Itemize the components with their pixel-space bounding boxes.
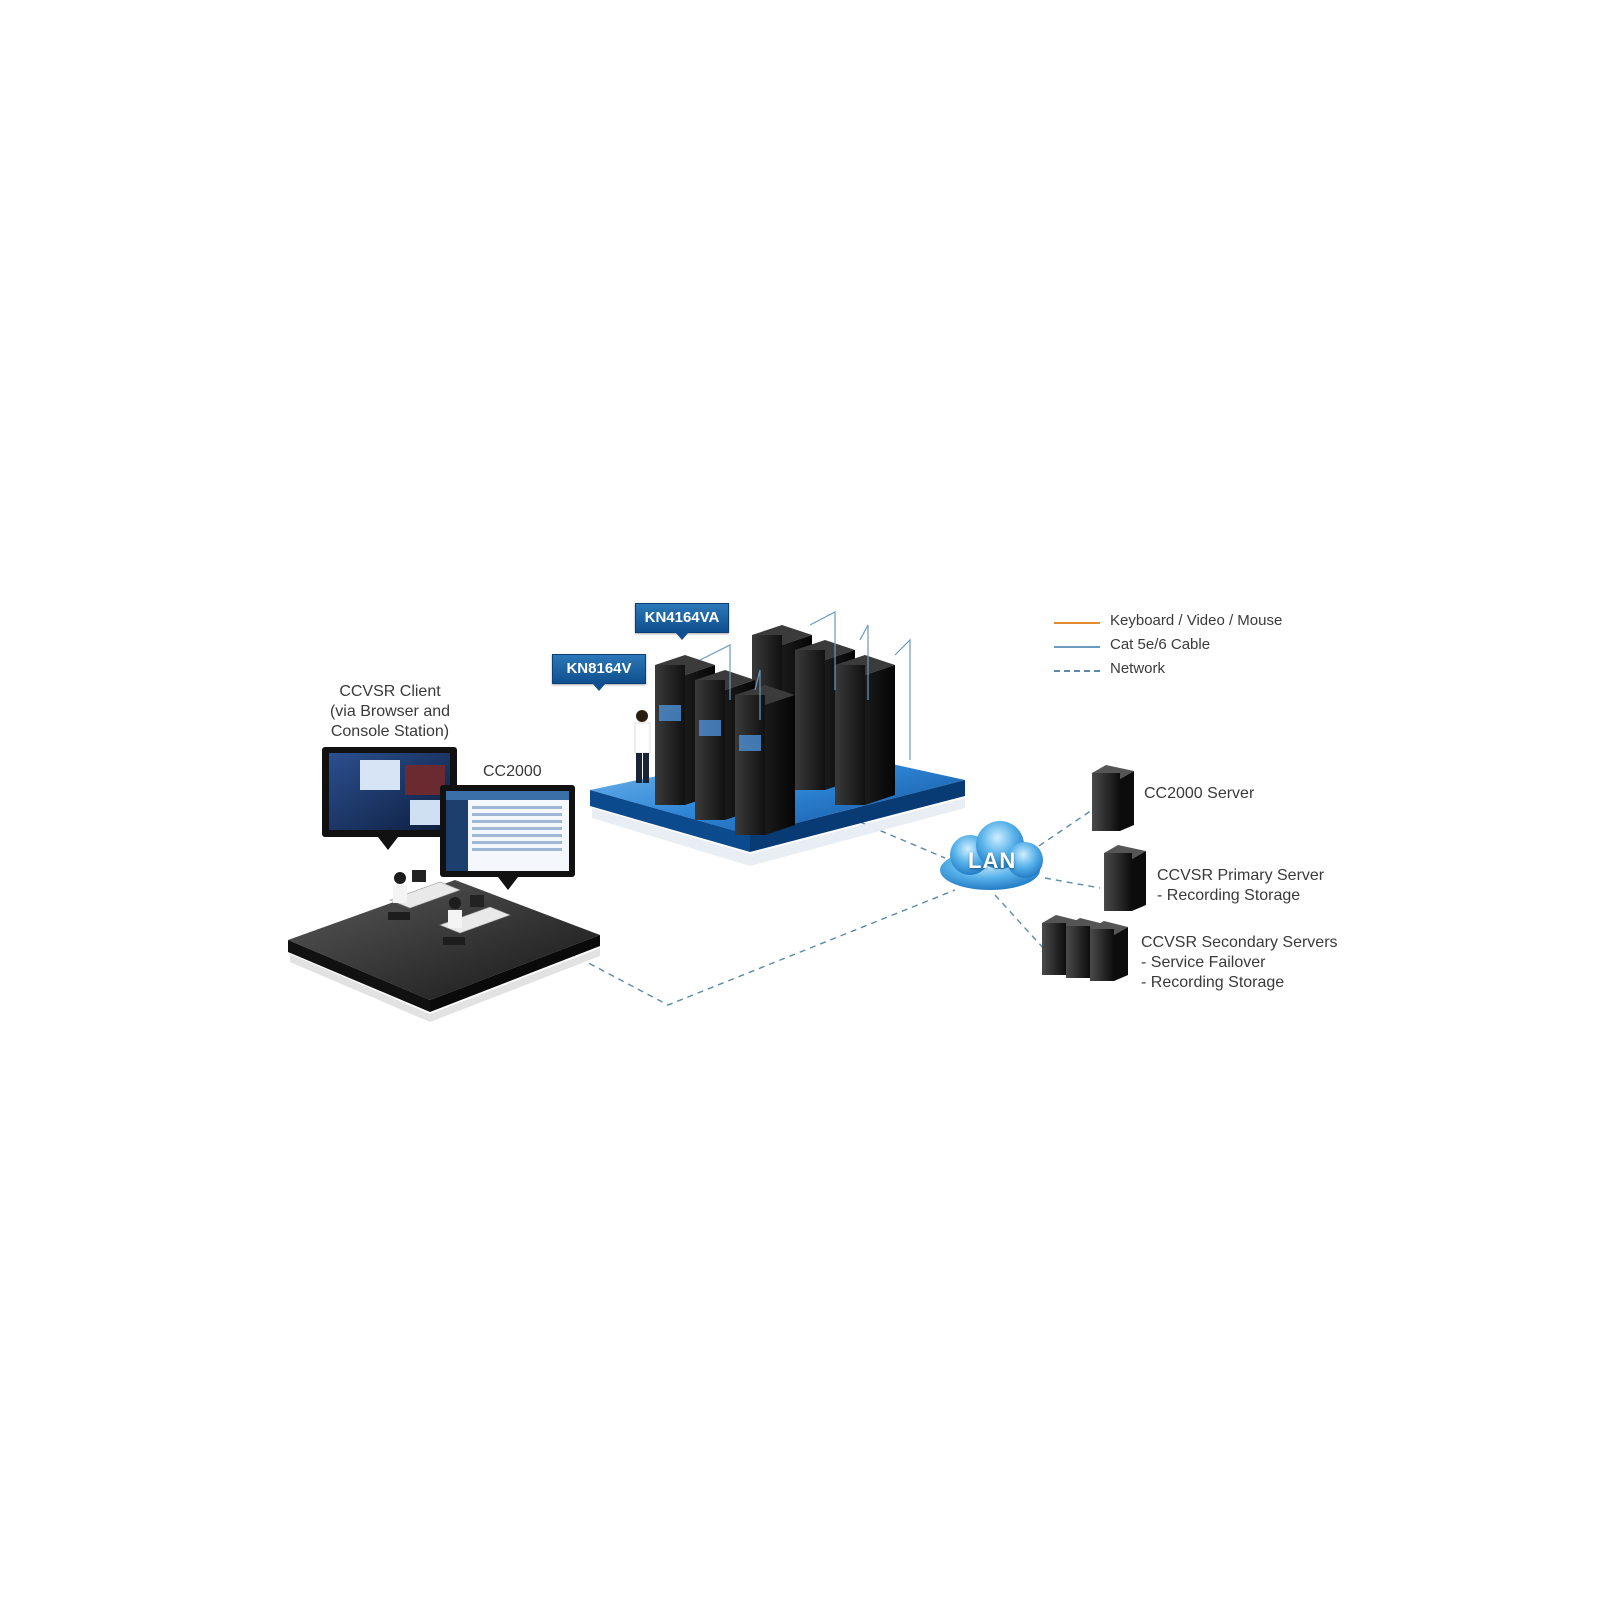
link-console-to-lan — [559, 889, 956, 1006]
kn8164v-tag: KN8164V — [552, 654, 646, 691]
secondary-line3: - Recording Storage — [1141, 974, 1285, 991]
ccvsr-primary-server-tower — [1104, 845, 1146, 911]
link-lan-to-cc2000-server — [1029, 807, 1096, 853]
ccvsr-secondary-servers-label: CCVSR Secondary Servers - Service Failov… — [1141, 933, 1338, 993]
technician — [634, 710, 651, 783]
legend-item-kvm: Keyboard / Video / Mouse — [1054, 612, 1314, 632]
legend-swatch-cat5e — [1054, 646, 1100, 648]
cc2000-label: CC2000 — [483, 763, 542, 780]
legend: Keyboard / Video / Mouse Cat 5e/6 Cable … — [1054, 612, 1314, 692]
cat5e-cables — [699, 611, 911, 760]
legend-label-network: Network — [1110, 660, 1166, 677]
ccvsr-client-line3: Console Station) — [330, 723, 450, 740]
ccvsr-client-line2: (via Browser and — [329, 703, 451, 720]
cc2000-server-tower — [1092, 765, 1134, 831]
ccvsr-client-label: CCVSR Client (via Browser and Console St… — [310, 682, 470, 742]
desk-monitors — [412, 870, 484, 907]
legend-item-cat5e: Cat 5e/6 Cable — [1054, 636, 1314, 656]
legend-item-network: Network — [1054, 660, 1314, 680]
lan-cloud — [940, 821, 1043, 890]
legend-label-kvm: Keyboard / Video / Mouse — [1110, 612, 1283, 629]
ccvsr-client-monitor — [322, 747, 457, 850]
server-racks — [634, 611, 911, 835]
legend-swatch-kvm — [1054, 622, 1100, 624]
legend-swatch-network — [1054, 670, 1100, 672]
rack — [735, 685, 795, 835]
ccvsr-client-line1: CCVSR Client — [339, 683, 441, 700]
ccvsr-primary-server-label: CCVSR Primary Server - Recording Storage — [1157, 866, 1324, 906]
link-lan-to-primary-server — [1044, 877, 1101, 889]
ccvsr-secondary-server-towers — [1042, 915, 1128, 981]
operator — [388, 872, 465, 945]
link-lan-to-secondary-servers — [994, 894, 1046, 951]
kn4164va-tag: KN4164VA — [635, 603, 729, 640]
console-station-platform — [288, 870, 600, 1022]
cc2000-server-label: CC2000 Server — [1144, 785, 1255, 802]
primary-line1: CCVSR Primary Server — [1157, 867, 1325, 884]
secondary-line1: CCVSR Secondary Servers — [1141, 934, 1338, 951]
rack — [835, 655, 895, 805]
lan-label: LAN — [968, 848, 1017, 873]
legend-label-cat5e: Cat 5e/6 Cable — [1110, 636, 1211, 653]
cc2000-monitor — [440, 785, 575, 890]
secondary-line2: - Service Failover — [1141, 954, 1266, 971]
primary-line2: - Recording Storage — [1157, 887, 1301, 904]
